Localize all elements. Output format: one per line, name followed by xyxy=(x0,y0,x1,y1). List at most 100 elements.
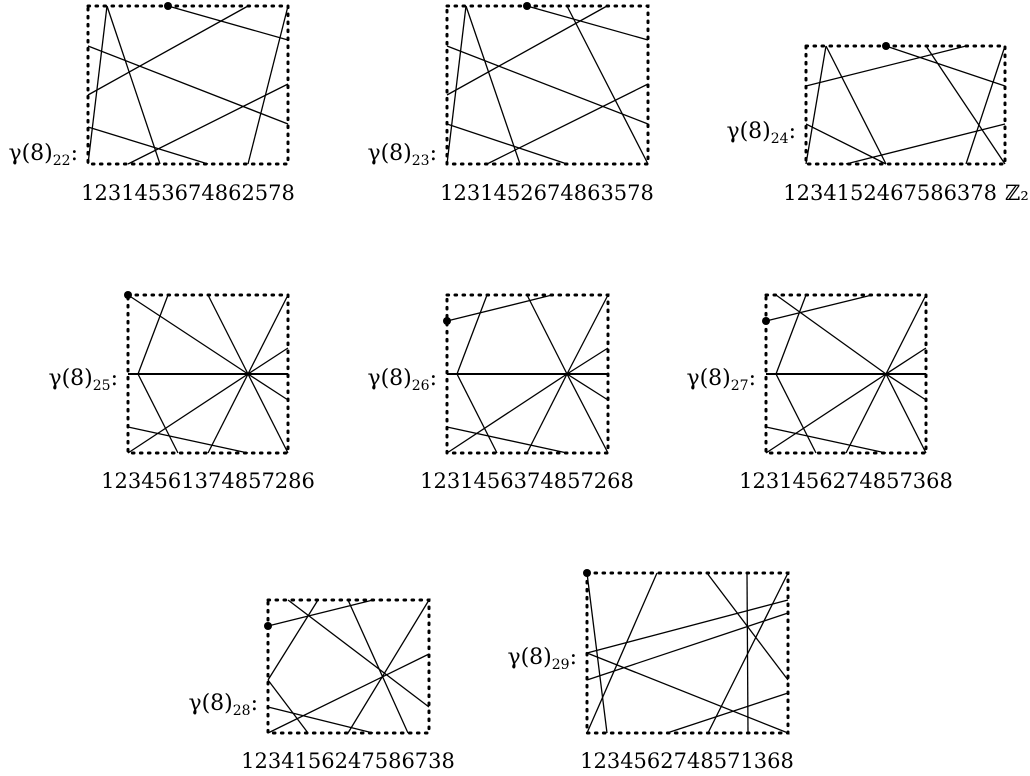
chord-line xyxy=(805,45,827,165)
chord-line xyxy=(446,5,608,96)
chord-line xyxy=(825,45,887,165)
diagram-29: γ(8)29: 1234562748571368 xyxy=(507,569,794,773)
chord-line xyxy=(247,373,289,454)
chord-line xyxy=(267,599,374,627)
basepoint-marker xyxy=(583,569,591,577)
chord-line xyxy=(167,5,289,41)
chord-line xyxy=(446,123,568,165)
diagram-label: γ(8)25: xyxy=(48,366,118,394)
diagram-code: 1234561374857286 xyxy=(101,469,315,493)
chord-line xyxy=(775,294,807,375)
chord-line xyxy=(87,126,209,165)
diagram-code: 1231456374857268 xyxy=(420,469,634,493)
diagram-label: γ(8)23: xyxy=(367,141,437,169)
chord-line xyxy=(526,373,568,454)
diagram-26: γ(8)26: 1231456374857268 xyxy=(367,293,634,493)
diagram-code: 1231456274857368 xyxy=(739,469,953,493)
chord-line xyxy=(87,45,289,125)
diagram-code: 1234156247586738 xyxy=(241,749,455,773)
diagram-label: γ(8)26: xyxy=(367,366,437,394)
chord-line xyxy=(347,599,430,734)
chord-line xyxy=(586,599,789,654)
chord-line xyxy=(87,5,108,165)
chord-line xyxy=(247,347,289,375)
chord-line xyxy=(267,706,374,734)
chord-line xyxy=(586,612,789,681)
chord-line xyxy=(127,373,249,454)
basepoint-marker xyxy=(264,622,272,630)
diagram-label: γ(8)27: xyxy=(686,366,756,394)
chord-line xyxy=(456,373,498,454)
chord-line xyxy=(885,373,927,454)
chord-line xyxy=(137,373,179,454)
chord-line xyxy=(775,294,887,375)
diagram-28: γ(8)28: 1234156247586738 xyxy=(188,598,455,773)
diagram-code: 1231452674863578 xyxy=(440,181,654,205)
chord-line xyxy=(465,5,521,165)
chord-line xyxy=(925,45,1006,165)
chord-line xyxy=(566,5,649,165)
diagram-code: 1234562748571368 xyxy=(580,749,794,773)
torus-frame xyxy=(445,4,650,166)
chord-line xyxy=(247,294,289,375)
chord-line xyxy=(775,373,817,454)
torus-frame xyxy=(86,4,290,166)
chord-line xyxy=(845,373,887,454)
chord-line xyxy=(106,5,161,165)
chord-line xyxy=(765,426,887,454)
chord-line xyxy=(586,572,608,734)
chord-line xyxy=(586,652,789,734)
chord-line xyxy=(87,5,249,96)
basepoint-marker xyxy=(762,317,770,325)
basepoint-marker xyxy=(164,2,172,10)
chord-line xyxy=(586,572,658,734)
diagram-23: γ(8)23: 1231452674863578 xyxy=(367,2,654,205)
diagram-code: 1231453674862578 xyxy=(81,181,295,205)
diagram-22: γ(8)22: 1231453674862578 xyxy=(8,2,295,205)
chord-line xyxy=(446,5,467,165)
symmetry-group: ℤ₂ xyxy=(1005,181,1029,205)
chord-line xyxy=(566,373,609,401)
chord-line xyxy=(526,294,568,375)
chord-line xyxy=(267,679,309,734)
chord-line xyxy=(127,294,249,375)
chord-line xyxy=(765,373,887,454)
chord-line xyxy=(127,426,249,454)
chord-line xyxy=(247,5,289,165)
diagram-label: γ(8)29: xyxy=(507,645,577,673)
torus-frame xyxy=(804,44,1007,166)
chord-line xyxy=(666,692,789,734)
chord-line xyxy=(965,45,1006,165)
chord-line xyxy=(765,294,873,322)
chord-line xyxy=(566,373,609,454)
chord-line xyxy=(885,294,927,375)
chord-line xyxy=(885,45,1006,87)
diagram-label: γ(8)22: xyxy=(8,141,78,169)
chord-line xyxy=(805,45,967,87)
diagram-25: γ(8)25: 1234561374857286 xyxy=(48,291,315,493)
basepoint-marker xyxy=(124,291,132,299)
chord-line xyxy=(805,123,887,165)
chord-line xyxy=(247,373,289,401)
chord-line xyxy=(885,373,927,401)
chord-line xyxy=(267,599,319,681)
basepoint-marker xyxy=(882,42,890,50)
diagram-label: γ(8)24: xyxy=(726,119,796,147)
chord-line xyxy=(486,83,649,165)
chord-line xyxy=(446,373,568,454)
chord-line xyxy=(137,294,169,375)
chord-line xyxy=(347,599,409,734)
basepoint-marker xyxy=(443,317,451,325)
diagram-label: γ(8)28: xyxy=(188,691,258,719)
diagram-27: γ(8)27: 1231456274857368 xyxy=(686,293,953,493)
chord-line xyxy=(267,653,430,734)
chord-line xyxy=(127,83,289,165)
chord-line xyxy=(845,123,1006,165)
chord-line xyxy=(566,347,609,375)
chord-line xyxy=(446,45,649,125)
chord-line xyxy=(207,373,249,454)
chord-line xyxy=(207,294,249,375)
